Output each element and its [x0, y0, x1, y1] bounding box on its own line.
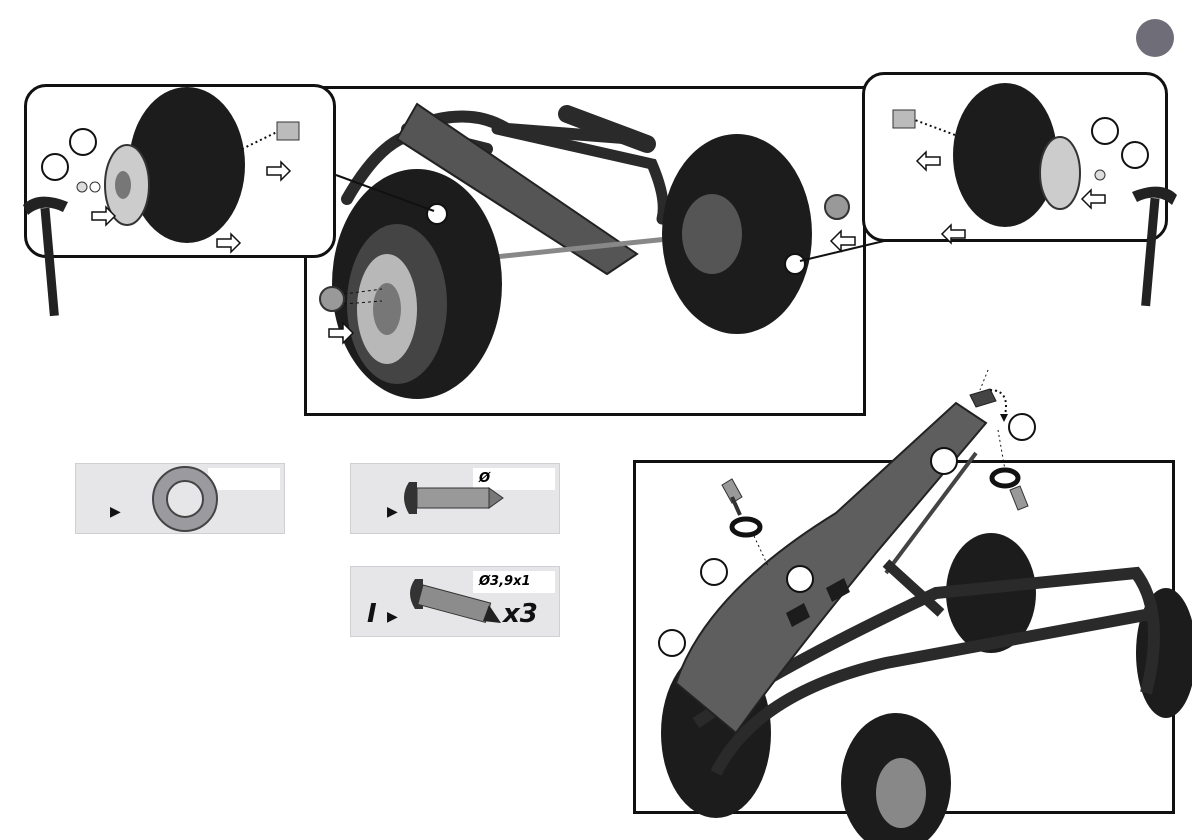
part-card-lock-washer: ▶ — [75, 463, 285, 534]
axle-wheels-illustration — [307, 89, 869, 419]
center-assembly-panel — [304, 86, 866, 416]
lock-washer-icon — [150, 464, 220, 534]
pointer-triangle-icon: ▶ — [387, 609, 398, 625]
screw-icon — [407, 571, 517, 636]
part-card-screw-long: Ø3,9x1 I ▶ x3 — [350, 566, 560, 637]
pointer-triangle-icon: ▶ — [110, 504, 121, 520]
right-wheel — [662, 134, 812, 334]
hammer-icon — [1122, 180, 1182, 310]
screw-icon — [399, 472, 509, 532]
page-number-badge — [1136, 19, 1174, 57]
hammer-icon — [18, 190, 78, 320]
part-card-screw-small: Ø ▶ — [350, 463, 560, 534]
bolt-washer-left-icon — [700, 470, 850, 610]
pointer-triangle-icon: ▶ — [387, 504, 398, 520]
seat-top-bolt-icon — [950, 370, 1030, 440]
callout-circle — [658, 629, 686, 657]
left-wheel — [332, 169, 502, 399]
callout-circle — [930, 447, 958, 475]
part-prefix: I — [367, 599, 377, 629]
